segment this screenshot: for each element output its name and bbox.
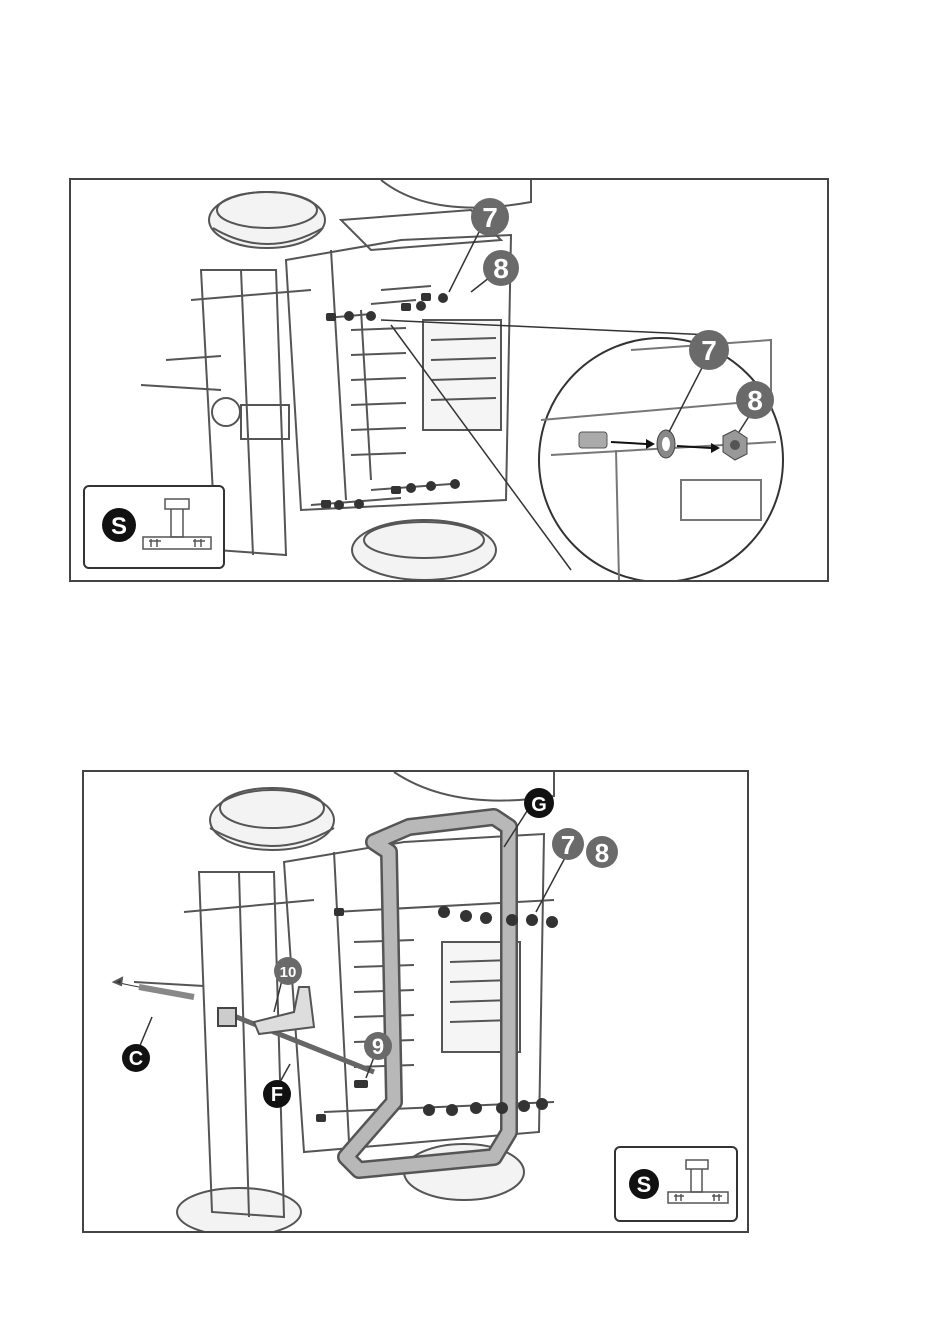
svg-text:7: 7 [561,830,575,860]
svg-text:7: 7 [482,202,498,233]
assembly-figure-1: 7 8 7 8 S [69,178,829,582]
svg-text:C: C [129,1048,143,1070]
legend-badge-s: S [111,513,127,540]
legend-contents: S [616,1148,736,1220]
callout-c: C [122,1044,150,1072]
callout-9: 9 [364,1032,392,1060]
hardware-sheet-icon [668,1160,728,1203]
callout-8: 8 [483,250,519,286]
hardware-sheet-icon [143,499,211,549]
detail-callout-7: 7 [689,330,729,370]
legend-badge-s: S [637,1172,652,1197]
svg-text:8: 8 [493,253,509,284]
callout-8: 8 [586,836,618,868]
callout-7: 7 [471,198,509,236]
svg-text:8: 8 [747,385,763,416]
callout-7: 7 [552,828,584,860]
legend-box: S [614,1146,738,1222]
callout-f: F [263,1080,291,1108]
assembly-figure-2: G 7 8 10 9 C F S [82,770,749,1233]
detail-callout-8: 8 [736,381,774,419]
svg-text:7: 7 [701,335,717,366]
legend-box: S [83,485,225,569]
svg-text:9: 9 [372,1034,384,1059]
callout-g: G [524,788,554,818]
svg-text:G: G [531,794,547,816]
legend-contents: S [85,487,223,567]
callout-10: 10 [274,957,302,985]
svg-text:F: F [271,1084,283,1106]
svg-text:8: 8 [595,838,609,868]
svg-text:10: 10 [280,964,297,981]
